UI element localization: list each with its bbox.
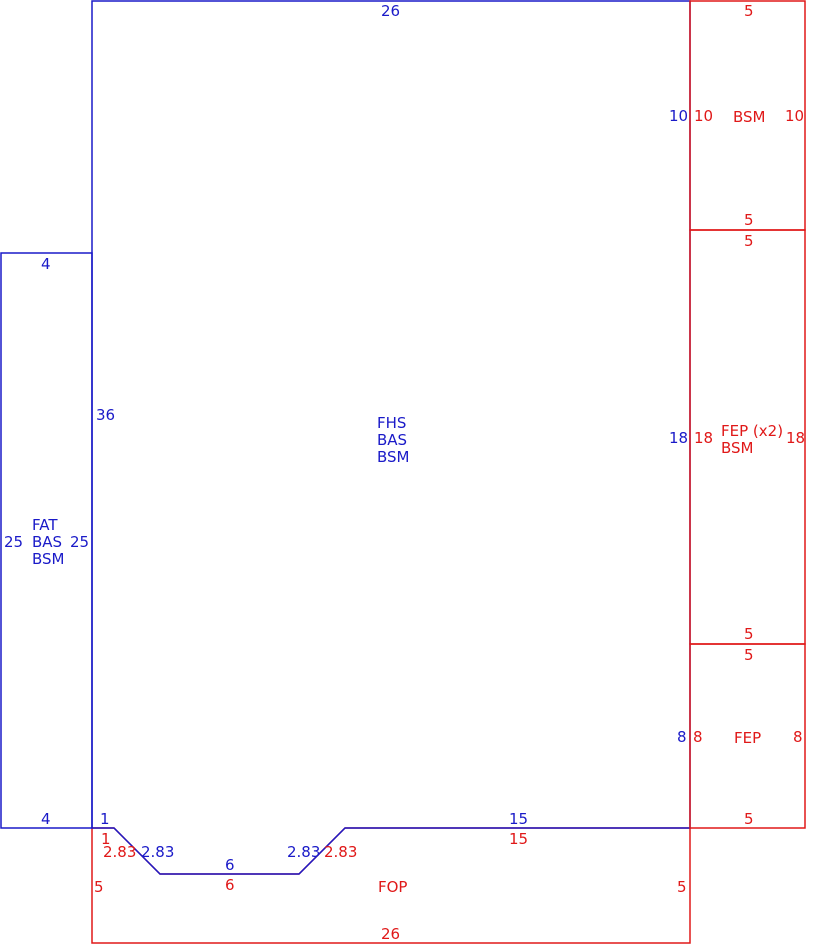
fhs-label-2: BAS [377, 431, 407, 449]
fep-panel-left-dim: 8 [693, 728, 703, 746]
fep-panel-right-dim: 8 [793, 728, 803, 746]
fhs-bottom-dim-2: 2.83 [141, 843, 174, 861]
fop-bottom-dim: 26 [381, 925, 400, 943]
fhs-right-dim-3: 8 [677, 728, 687, 746]
fop-top-dim-4: 2.83 [324, 843, 357, 861]
fat-bottom-dim: 4 [41, 810, 51, 828]
fop-right-dim: 5 [677, 878, 687, 896]
fep-panel-bottom-dim: 5 [744, 810, 754, 828]
bsm-panel-bottom-dim: 5 [744, 211, 754, 229]
fep-panel-outline [689, 643, 806, 829]
fop-left-dim: 5 [94, 878, 104, 896]
fhs-label-1: FHS [377, 414, 406, 432]
fep-panel-label: FEP [734, 729, 761, 747]
fhs-left-dim: 36 [96, 406, 115, 424]
fep-x2-panel-label-2: BSM [721, 439, 754, 457]
bsm-panel-top-dim: 5 [744, 2, 754, 20]
fhs-right-dim-2: 18 [669, 429, 688, 447]
fat-label-1: FAT [32, 516, 58, 534]
fhs-top-dim: 26 [381, 2, 400, 20]
fat-outline [0, 252, 93, 829]
bsm-panel-label: BSM [733, 108, 766, 126]
fat-right-dim: 25 [70, 533, 89, 551]
fep-x2-panel-top-dim: 5 [744, 232, 754, 250]
fep-panel-top-dim: 5 [744, 646, 754, 664]
fep-x2-panel-right-dim: 18 [786, 429, 805, 447]
fhs-bottom-dim-1: 1 [100, 810, 110, 828]
fhs-bottom-dim-3: 6 [225, 856, 235, 874]
fhs-label-3: BSM [377, 448, 410, 466]
fep-x2-panel-bottom-dim: 5 [744, 625, 754, 643]
fat-label-3: BSM [32, 550, 65, 568]
bsm-panel-right-dim: 10 [785, 107, 804, 125]
fop-top-dim-3: 6 [225, 876, 235, 894]
fop-top-dim-1: 1 [101, 830, 111, 848]
fat-top-dim: 4 [41, 255, 51, 273]
fhs-bottom-dim-5: 15 [509, 810, 528, 828]
fop-top-dim-5: 15 [509, 830, 528, 848]
fhs-right-dim-1: 10 [669, 107, 688, 125]
fat-left-dim: 25 [4, 533, 23, 551]
fop-label: FOP [378, 878, 407, 896]
fop-top-dim-2: 2.83 [103, 843, 136, 861]
fhs-bottom-dim-4: 2.83 [287, 843, 320, 861]
bsm-panel-left-dim: 10 [694, 107, 713, 125]
fep-x2-panel-label-1: FEP (x2) [721, 422, 783, 440]
fep-x2-panel-left-dim: 18 [694, 429, 713, 447]
fat-label-2: BAS [32, 533, 62, 551]
